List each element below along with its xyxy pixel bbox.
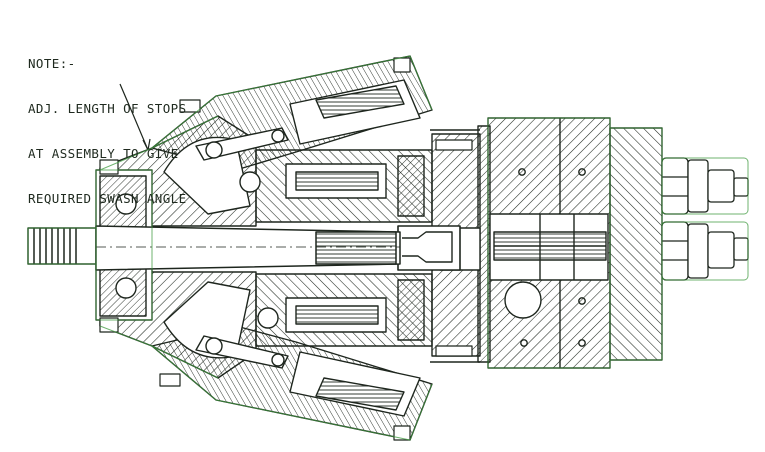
drive-shaft <box>27 225 401 271</box>
note-line-1: ADJ. LENGTH OF STOPS <box>28 101 187 116</box>
green-outline-traces <box>27 55 749 441</box>
note-line-3: REQUIRED SWASH ANGLE <box>28 191 187 206</box>
lower-swash-yoke <box>151 281 433 441</box>
note-heading: NOTE:- <box>28 56 76 71</box>
port-plate <box>397 133 481 357</box>
note-line-2: AT ASSEMBLY TO GIVE <box>28 146 179 161</box>
swash-angle-note: NOTE:- ADJ. LENGTH OF STOPS AT ASSEMBLY … <box>28 26 187 221</box>
note-leader-line <box>119 83 151 151</box>
upper-swash-yoke <box>151 55 433 215</box>
valve-block <box>477 117 663 369</box>
cylinder-block <box>255 149 433 347</box>
adjusting-nuts <box>661 157 749 281</box>
